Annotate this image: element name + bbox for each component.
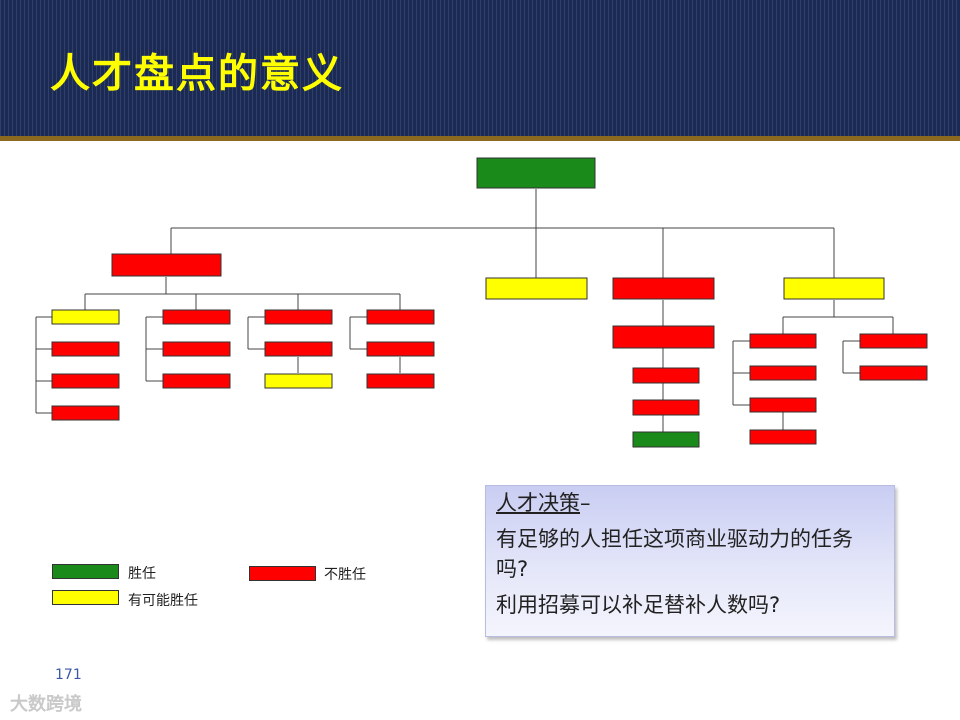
org-box-d1 (111, 253, 222, 277)
page-title: 人才盘点的意义 (50, 51, 344, 97)
org-box-d3s2 (632, 399, 700, 416)
org-box-d1m3a (264, 341, 333, 357)
org-box-d4m2a (859, 365, 928, 381)
legend-competent-label: 胜任 (128, 566, 156, 582)
org-box-d1m1a (51, 341, 120, 357)
legend-green-swatch (52, 564, 119, 579)
org-box-d1m2 (162, 309, 231, 325)
org-box-d4m1b (749, 397, 817, 413)
org-box-d1m4b (366, 373, 435, 389)
org-box-d4m2 (859, 333, 928, 349)
org-box-d1m1c (51, 405, 120, 421)
org-box-d4m1 (749, 333, 817, 349)
org-connectors (35, 189, 894, 432)
org-box-d4m1c (749, 429, 817, 445)
watermark: 大数跨境 (10, 694, 82, 715)
callout-heading-row: 人才决策– (496, 488, 884, 518)
org-box-d1m1 (51, 309, 120, 325)
org-box-d2 (485, 277, 588, 300)
banner-divider (0, 136, 960, 141)
decision-callout: 人才决策– 有足够的人担任这项商业驱动力的任务吗? 利用招募可以补足替补人数吗? (485, 485, 895, 637)
org-box-d4m1a (749, 365, 817, 381)
org-box-d1m2a (162, 341, 231, 357)
callout-dash: – (580, 491, 591, 515)
callout-heading: 人才决策 (496, 491, 580, 515)
page-number: 171 (55, 667, 82, 683)
org-box-d3 (612, 277, 715, 300)
legend-possibly-competent-label: 有可能胜任 (128, 593, 198, 609)
org-box-d1m2b (162, 373, 231, 389)
org-box-d3s (612, 325, 715, 349)
org-box-d1m3 (264, 309, 333, 325)
org-box-d3s1 (632, 367, 700, 384)
legend-yellow-swatch (52, 590, 119, 605)
callout-question-2: 利用招募可以补足替补人数吗? (496, 593, 781, 617)
org-box-d4 (783, 277, 885, 300)
legend-red-swatch (249, 566, 316, 581)
legend-not-competent-label: 不胜任 (324, 567, 366, 583)
org-box-d1m4 (366, 309, 435, 325)
title-banner (0, 0, 960, 136)
org-box-ceo (476, 157, 596, 189)
callout-question-1: 有足够的人担任这项商业驱动力的任务吗? (496, 527, 853, 581)
org-box-d1m3b (264, 373, 333, 389)
org-box-d3s3 (632, 431, 700, 448)
org-box-d1m4a (366, 341, 435, 357)
org-box-d1m1b (51, 373, 120, 389)
